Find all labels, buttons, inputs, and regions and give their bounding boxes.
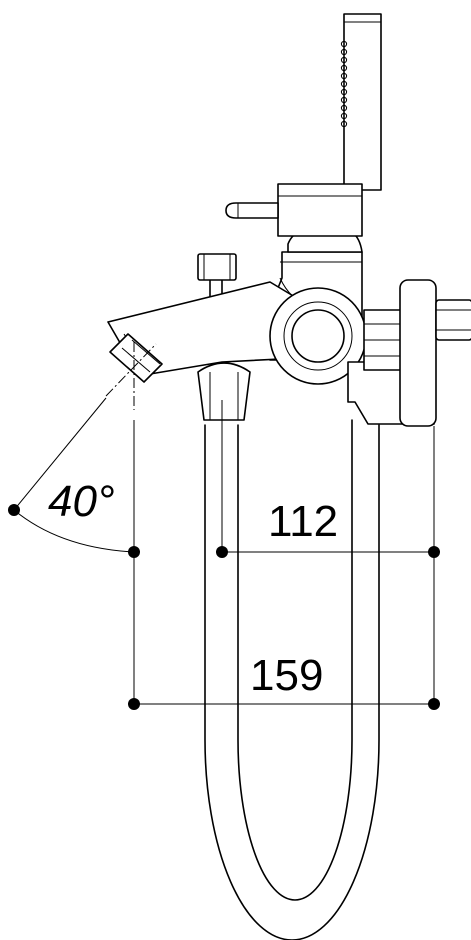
- shower-hose: [204, 419, 380, 940]
- dimension-159-label: 159: [250, 651, 323, 700]
- dimension-112-label: 112: [268, 497, 338, 546]
- angle-label: 40°: [48, 477, 115, 526]
- hand-shower: [340, 13, 382, 191]
- spout: [107, 281, 301, 383]
- spout-aerator: [109, 333, 163, 383]
- dimension-dot: [128, 546, 140, 558]
- center-lines: [105, 342, 157, 410]
- dimension-dot: [128, 698, 140, 710]
- hose-nut: [197, 362, 251, 421]
- dimension-lines: [13, 397, 435, 705]
- temperature-knob: [269, 287, 367, 385]
- dimension-dot: [428, 546, 440, 558]
- lever-handle: [225, 183, 363, 253]
- wall-connector: [347, 279, 471, 427]
- shower-nozzle-dots: [340, 40, 348, 128]
- dimension-dot: [428, 698, 440, 710]
- dimension-dots: [8, 504, 440, 710]
- dimension-dot: [8, 504, 20, 516]
- dimension-dot: [216, 546, 228, 558]
